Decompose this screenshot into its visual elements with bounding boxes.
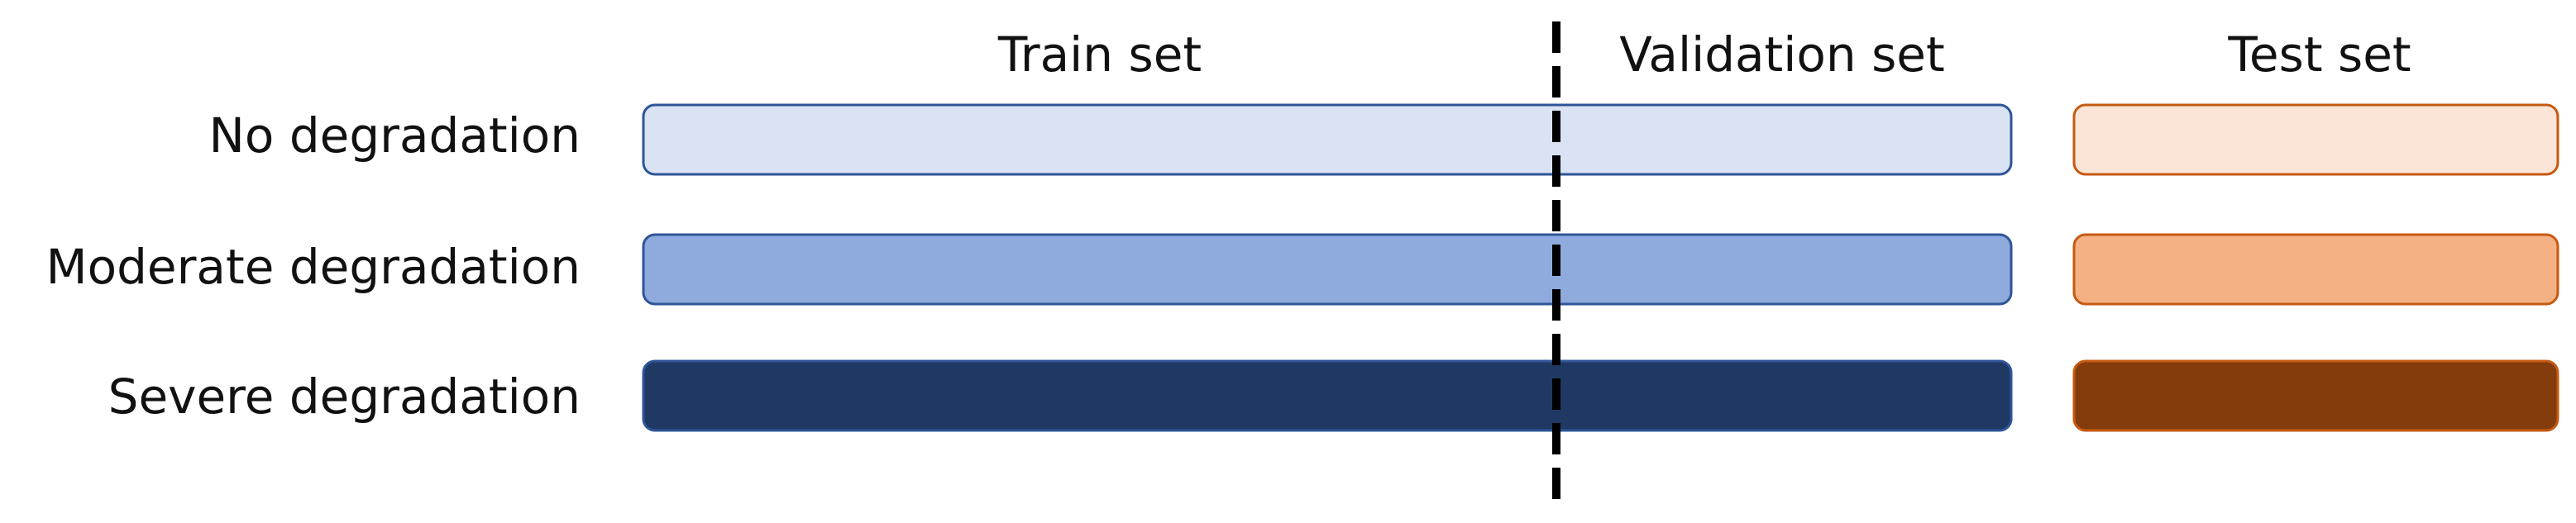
bar-train-validation-moderate-degradation [642, 233, 2013, 306]
row-label-no-degradation: No degradation [209, 107, 581, 164]
header-test-set: Test set [2227, 26, 2411, 83]
bar-train-validation-no-degradation [642, 103, 2013, 176]
header-train-set: Train set [997, 26, 1202, 83]
bar-test-moderate-degradation [2072, 233, 2559, 306]
bar-train-validation-severe-degradation [642, 359, 2013, 432]
bar-test-no-degradation [2072, 103, 2559, 176]
header-validation-set: Validation set [1619, 26, 1944, 83]
row-label-moderate-degradation: Moderate degradation [46, 239, 581, 295]
bar-test-severe-degradation [2072, 359, 2559, 432]
row-label-severe-degradation: Severe degradation [108, 368, 581, 425]
